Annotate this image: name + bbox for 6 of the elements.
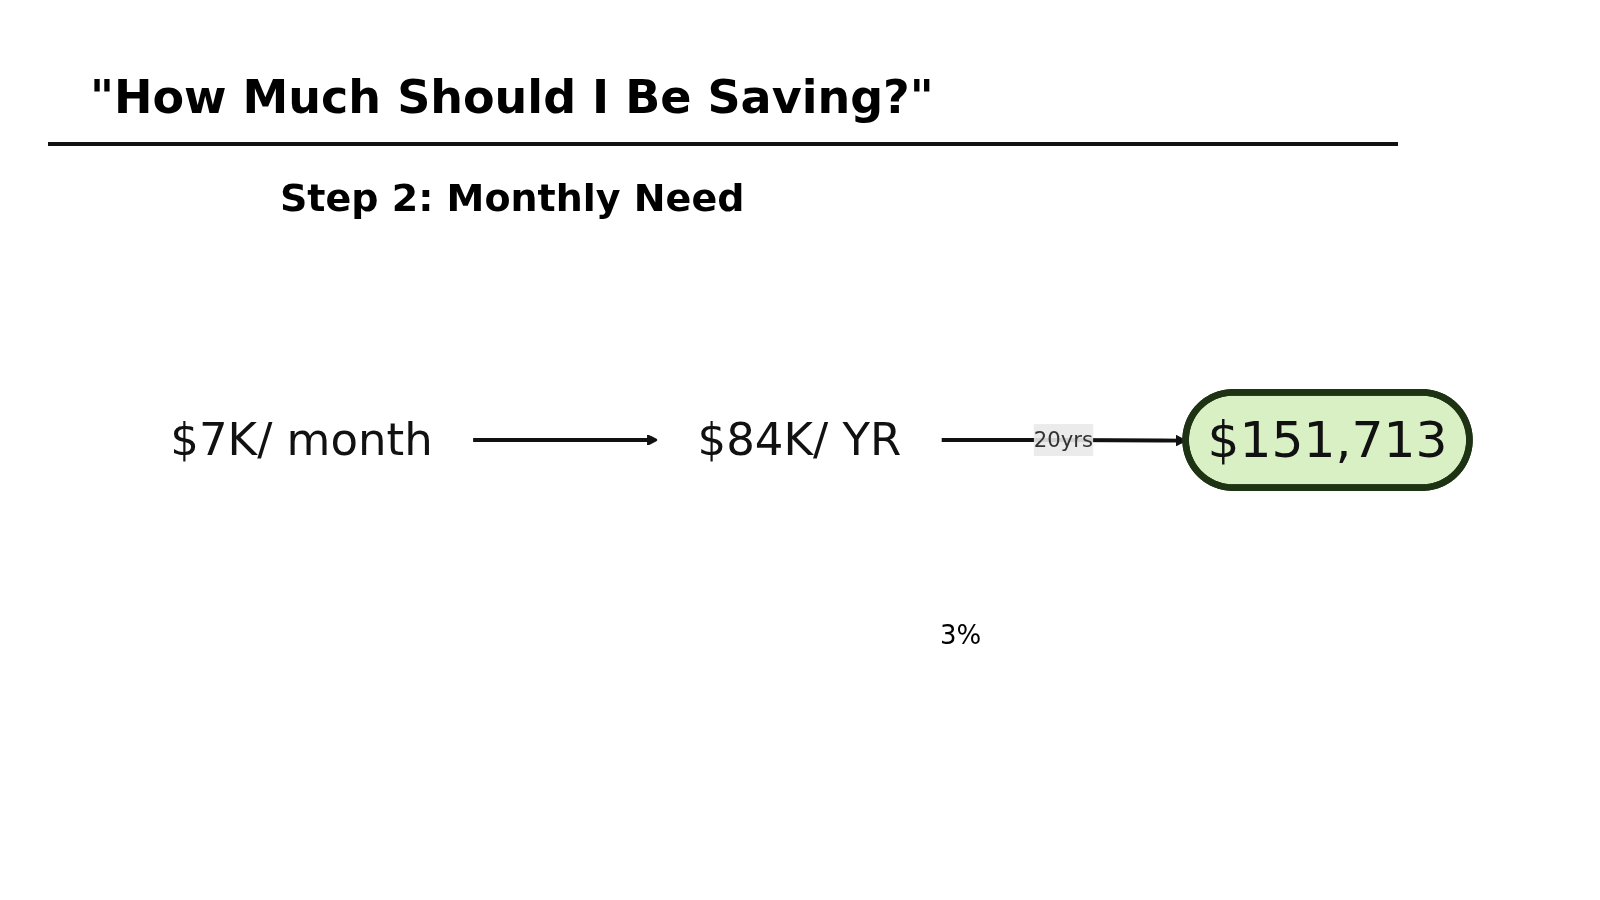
rate-note: 3% bbox=[940, 620, 983, 650]
subtitle: Step 2: Monthly Need bbox=[280, 176, 746, 220]
edge-label: 20yrs bbox=[1033, 426, 1093, 452]
node-text: $84K/ YR bbox=[697, 412, 902, 466]
title: "How Much Should I Be Saving?" bbox=[90, 70, 935, 124]
node-text: $7K/ month bbox=[170, 412, 433, 466]
